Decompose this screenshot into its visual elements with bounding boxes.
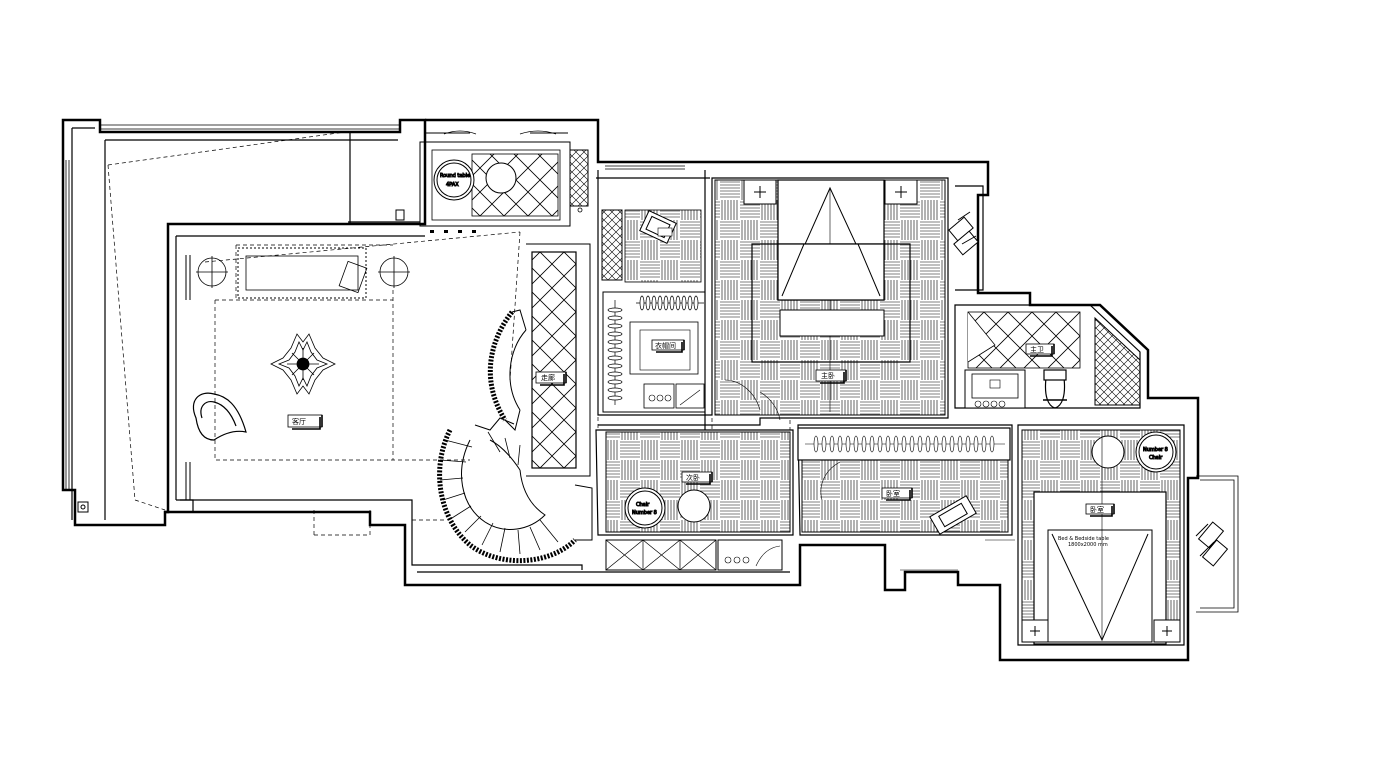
top-cabinet — [569, 149, 589, 207]
floor-lamp-left — [196, 256, 228, 288]
living-room-label: 客厅 — [292, 417, 306, 426]
living-window-marks — [185, 255, 191, 500]
floor-lamp-right — [378, 256, 410, 288]
round-table-bathroom-sub: Number 8 — [632, 510, 657, 516]
walk-in-closet: 衣帽间 — [602, 291, 706, 413]
bedroom-two-label: 次卧 — [686, 473, 700, 482]
spiral-staircase — [437, 309, 593, 563]
bedroom-two-tag: 次卧 — [681, 471, 713, 485]
balcony-chairs-top — [948, 211, 979, 256]
master-bedroom: 主卧 — [714, 179, 979, 416]
closet-label: 衣帽间 — [655, 341, 676, 350]
sofa-top-inner — [245, 255, 359, 291]
master-bedroom-label: 主卧 — [821, 371, 835, 380]
bedroom-two: Chair Number 8 次卧 — [605, 431, 791, 571]
toilet-icon — [1043, 369, 1067, 409]
nightstand-bedroom-right — [1153, 619, 1181, 643]
hanging-rail-left — [607, 300, 623, 405]
bedroom-three: 卧室 — [797, 427, 1011, 535]
window-bands — [65, 124, 1239, 613]
corridor-tag: 走廊 — [535, 371, 567, 386]
living-room: 客厅 — [77, 209, 410, 513]
wardrobe-hangers — [805, 435, 1005, 453]
living-room-tag: 客厅 — [287, 414, 323, 430]
sofa-side-cushion — [338, 260, 368, 294]
exterior-walls — [61, 118, 1200, 662]
sofa-top — [237, 247, 367, 299]
nightstand-right — [884, 179, 918, 205]
bedroom-four: Number 8 Chair Bed & Bedside table 1800x… — [1021, 429, 1229, 645]
terrace-dashed-lines — [107, 131, 791, 536]
hanging-rail-top — [636, 295, 704, 311]
bed-note-sub: 1800x2000 mm — [1068, 542, 1108, 548]
desk-chair-icon — [929, 495, 977, 535]
side-table-bedroom — [1091, 435, 1125, 469]
side-table-bathroom — [677, 489, 711, 523]
bedroom-four-label: 卧室 — [1090, 505, 1104, 514]
rug-medallion-icon — [270, 333, 336, 395]
bed-note: Bed & Bedside table — [1058, 536, 1109, 542]
nightstand-left — [743, 179, 777, 205]
bedroom-four-tag: 卧室 — [1085, 503, 1115, 517]
corridor: 走廊 — [526, 243, 591, 477]
master-bath-label: 主卫 — [1030, 345, 1044, 354]
armchair-icon — [192, 392, 247, 441]
wardrobe-bottom — [605, 539, 717, 571]
round-table-top-label: Round table — [440, 173, 470, 179]
shower-area — [1094, 316, 1141, 406]
master-bath-tag: 主卫 — [1025, 343, 1055, 357]
bathroom-top — [601, 209, 702, 283]
stair-treads — [439, 431, 559, 555]
round-table-bedroom-sub: Chair — [1149, 455, 1163, 461]
bedroom-three-label: 卧室 — [886, 489, 900, 498]
round-table-top-sub: 4PAX — [446, 182, 459, 188]
round-table-top: Round table 4PAX — [433, 159, 475, 201]
balcony-chairs-right — [1195, 521, 1229, 567]
bedroom-three-tag: 卧室 — [881, 487, 913, 501]
nightstand-bedroom-left — [1021, 619, 1049, 643]
round-table-bedroom-label: Number 8 — [1143, 447, 1168, 453]
round-table-bathroom-label: Chair — [636, 502, 650, 508]
master-bath: 主卫 — [964, 311, 1141, 409]
closet-tag: 衣帽间 — [651, 339, 685, 353]
master-bedroom-tag: 主卧 — [815, 369, 847, 384]
terrace-columns — [77, 209, 405, 513]
round-table-bathroom: Chair Number 8 — [624, 487, 666, 529]
top-room-dots — [430, 230, 476, 233]
side-table-top — [485, 162, 517, 194]
door-swings — [759, 391, 1015, 590]
corridor-label: 走廊 — [541, 373, 555, 382]
top-dining-room: Round table 4PAX — [419, 130, 589, 233]
round-table-bedroom: Number 8 Chair — [1135, 431, 1177, 473]
